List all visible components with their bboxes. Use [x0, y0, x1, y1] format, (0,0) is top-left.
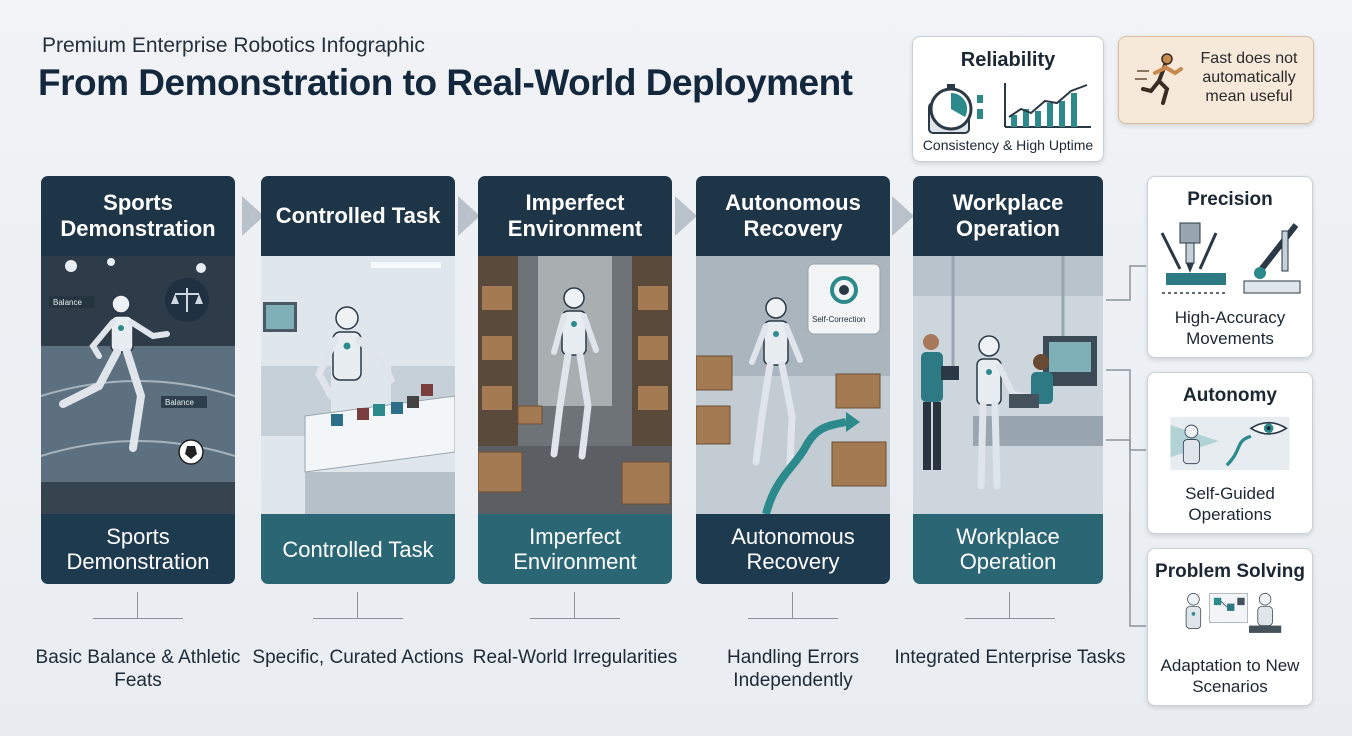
- capability-bracket: [1106, 265, 1146, 627]
- svg-text:Self-Correction: Self-Correction: [812, 315, 865, 324]
- stage-description: Real-World Irregularities: [472, 647, 678, 668]
- reliability-title: Reliability: [960, 49, 1056, 71]
- chevron-right-icon: [242, 196, 264, 236]
- scene-workplace-robot: [913, 256, 1103, 514]
- fast-note: Fast does not automatically mean useful: [1118, 36, 1314, 124]
- stage-description: Specific, Curated Actions: [252, 647, 464, 668]
- scene-lab-robot: [261, 256, 455, 514]
- connector-base: [93, 618, 183, 619]
- gear-cycle-icon: [830, 276, 858, 304]
- precision-tool-icon: [1160, 222, 1301, 294]
- stage-footer: Sports Demonstration: [41, 514, 235, 584]
- connector-line: [357, 592, 358, 618]
- stopwatch-icon: [928, 84, 983, 134]
- connector-base: [965, 618, 1055, 619]
- capability-caption: Adaptation to New Scenarios: [1160, 656, 1300, 696]
- capability-title: Precision: [1187, 189, 1273, 210]
- problem-solving-icon: [1185, 593, 1282, 633]
- stage-sports-demonstration: Sports Demonstration Balance Balance Spo…: [36, 176, 240, 706]
- fast-note-text: Fast does not automatically mean useful: [1200, 50, 1298, 105]
- connector-base: [748, 618, 838, 619]
- connector-line: [1009, 592, 1010, 618]
- capability-caption: High-Accuracy Movements: [1174, 308, 1286, 348]
- stage-description: Integrated Enterprise Tasks: [894, 647, 1126, 668]
- stage-footer: Imperfect Environment: [478, 514, 672, 584]
- robot-icon: [1170, 417, 1290, 471]
- stage-description: Basic Balance & Athletic Feats: [35, 647, 241, 691]
- stage-title: Workplace Operation: [913, 176, 1103, 256]
- stage-title: Autonomous Recovery: [696, 176, 890, 256]
- capability-problem-solving: Problem Solving Adaptation to New Scenar…: [1147, 548, 1313, 706]
- stage-title: Controlled Task: [261, 176, 455, 256]
- stage-controlled-task: Controlled Task Controlled Task Specific…: [252, 176, 464, 706]
- stage-autonomous-recovery: Autonomous Recovery Self-Correction Auto…: [696, 176, 890, 706]
- connector-line: [137, 592, 138, 618]
- chevron-right-icon: [675, 196, 697, 236]
- stage-workplace-operation: Workplace Operation Workplace Operation …: [895, 176, 1125, 706]
- connector-base: [313, 618, 403, 619]
- stage-footer: Controlled Task: [261, 514, 455, 584]
- scene-soccer-robot: Balance Balance: [41, 256, 235, 514]
- reliability-caption: Consistency & High Uptime: [922, 137, 1094, 153]
- stage-description: Handling Errors Independently: [727, 647, 859, 691]
- capability-title: Autonomy: [1183, 385, 1277, 406]
- connector-line: [792, 592, 793, 618]
- stage-footer: Autonomous Recovery: [696, 514, 890, 584]
- connector-line: [574, 592, 575, 618]
- running-person-icon: [1135, 53, 1183, 105]
- page-title: From Demonstration to Real-World Deploym…: [38, 62, 853, 103]
- capability-caption: Self-Guided Operations: [1185, 484, 1275, 524]
- stage-footer: Workplace Operation: [913, 514, 1103, 584]
- capability-title: Problem Solving: [1155, 561, 1305, 582]
- growth-chart-icon: [1004, 83, 1091, 128]
- page-subtitle: Premium Enterprise Robotics Infographic: [42, 34, 425, 57]
- reliability-callout: Reliability Consistency & High Uptime: [912, 36, 1104, 162]
- chevron-right-icon: [458, 196, 480, 236]
- svg-text:Balance: Balance: [53, 298, 82, 307]
- stage-title: Sports Demonstration: [41, 176, 235, 256]
- connector-base: [530, 618, 620, 619]
- capability-precision: Precision High-Accuracy Movements: [1147, 176, 1313, 358]
- chevron-right-icon: [892, 196, 914, 236]
- eye-icon: [1249, 421, 1288, 435]
- svg-text:Balance: Balance: [165, 398, 194, 407]
- stage-imperfect-environment: Imperfect Environment Imperfect Environm…: [473, 176, 677, 706]
- scale-icon: [171, 288, 203, 312]
- capability-autonomy: Autonomy Self-Guided Operations: [1147, 372, 1313, 534]
- scene-warehouse-robot: [478, 256, 672, 514]
- scene-recovery-robot: Self-Correction: [696, 256, 890, 514]
- stage-title: Imperfect Environment: [478, 176, 672, 256]
